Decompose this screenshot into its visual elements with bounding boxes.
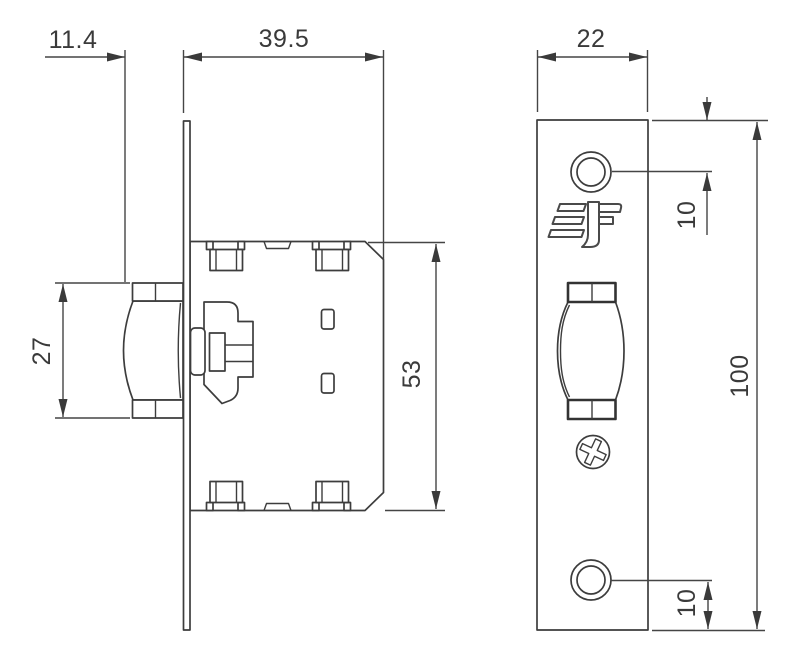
arrowhead bbox=[58, 284, 68, 302]
arrowhead bbox=[431, 244, 441, 262]
top-edge-notch bbox=[263, 241, 292, 250]
follower-body bbox=[203, 301, 254, 405]
dim-top-hole-offset: 10 bbox=[612, 97, 712, 235]
arrowhead bbox=[365, 52, 383, 62]
dim-faceplate-width: 22 bbox=[536, 25, 649, 112]
arrowhead bbox=[431, 491, 441, 509]
mounting-tab-top-left bbox=[205, 240, 246, 272]
arrowhead bbox=[703, 611, 713, 629]
dim-bolt-projection: 11.4 bbox=[45, 26, 185, 282]
side-view-dimensions: 11.4 39.5 27 53 bbox=[28, 25, 445, 512]
mounting-tab-bottom-right bbox=[311, 480, 352, 512]
bolt-tail bbox=[189, 327, 206, 376]
mounting-tab-bottom-left bbox=[205, 480, 246, 512]
bolt-barrel bbox=[556, 301, 625, 401]
phillips-screw bbox=[575, 434, 611, 470]
bolt-face-curve bbox=[177, 302, 182, 399]
case-slot-upper bbox=[320, 308, 335, 330]
dim-label-top-hole-offset: 10 bbox=[673, 201, 701, 230]
bolt-body-side bbox=[122, 300, 184, 401]
arrowhead bbox=[752, 611, 762, 629]
arrowhead bbox=[58, 399, 68, 417]
bottom-edge-notch bbox=[263, 502, 292, 511]
arrowhead bbox=[107, 52, 125, 62]
top-screw-hole bbox=[570, 151, 612, 193]
latch-bolt-side bbox=[122, 282, 184, 419]
latch-bolt-front bbox=[556, 281, 625, 421]
dim-bottom-hole-offset: 10 bbox=[611, 579, 713, 629]
dim-label-case-height: 53 bbox=[398, 360, 426, 389]
brand-logo bbox=[547, 201, 623, 248]
bottom-screw-hole bbox=[570, 559, 612, 601]
side-view bbox=[122, 120, 385, 631]
case-slot-lower bbox=[320, 372, 335, 394]
arrowhead bbox=[184, 52, 202, 62]
arrowhead bbox=[702, 173, 712, 191]
follower-hub bbox=[208, 332, 226, 372]
arrowhead bbox=[702, 102, 712, 120]
dim-label-case-depth: 39.5 bbox=[259, 25, 310, 53]
arrowhead bbox=[629, 52, 647, 62]
bolt-barrel-inner-curve bbox=[559, 304, 571, 398]
dim-label-faceplate-height: 100 bbox=[726, 354, 754, 397]
arrowhead bbox=[752, 122, 762, 140]
dim-faceplate-height: 100 bbox=[726, 122, 762, 629]
dim-case-depth: 39.5 bbox=[184, 25, 385, 259]
front-view-dimensions: 22 10 100 10 bbox=[536, 25, 768, 632]
dim-label-bottom-hole-offset: 10 bbox=[673, 589, 701, 618]
bolt-cap-bottom-side bbox=[131, 399, 184, 419]
front-view bbox=[536, 119, 649, 631]
faceplate-edge bbox=[182, 120, 191, 631]
latch-follower bbox=[189, 301, 254, 405]
arrowhead bbox=[703, 582, 713, 600]
dim-case-height: 53 bbox=[368, 241, 445, 512]
arrowhead bbox=[538, 52, 556, 62]
dim-bolt-height: 27 bbox=[28, 282, 130, 419]
dim-label-faceplate-width: 22 bbox=[577, 25, 606, 53]
dim-label-bolt-projection: 11.4 bbox=[49, 26, 98, 54]
bolt-cap-top-side bbox=[131, 282, 184, 302]
mounting-tab-top-right bbox=[311, 240, 352, 272]
dim-label-bolt-height: 27 bbox=[28, 337, 56, 366]
